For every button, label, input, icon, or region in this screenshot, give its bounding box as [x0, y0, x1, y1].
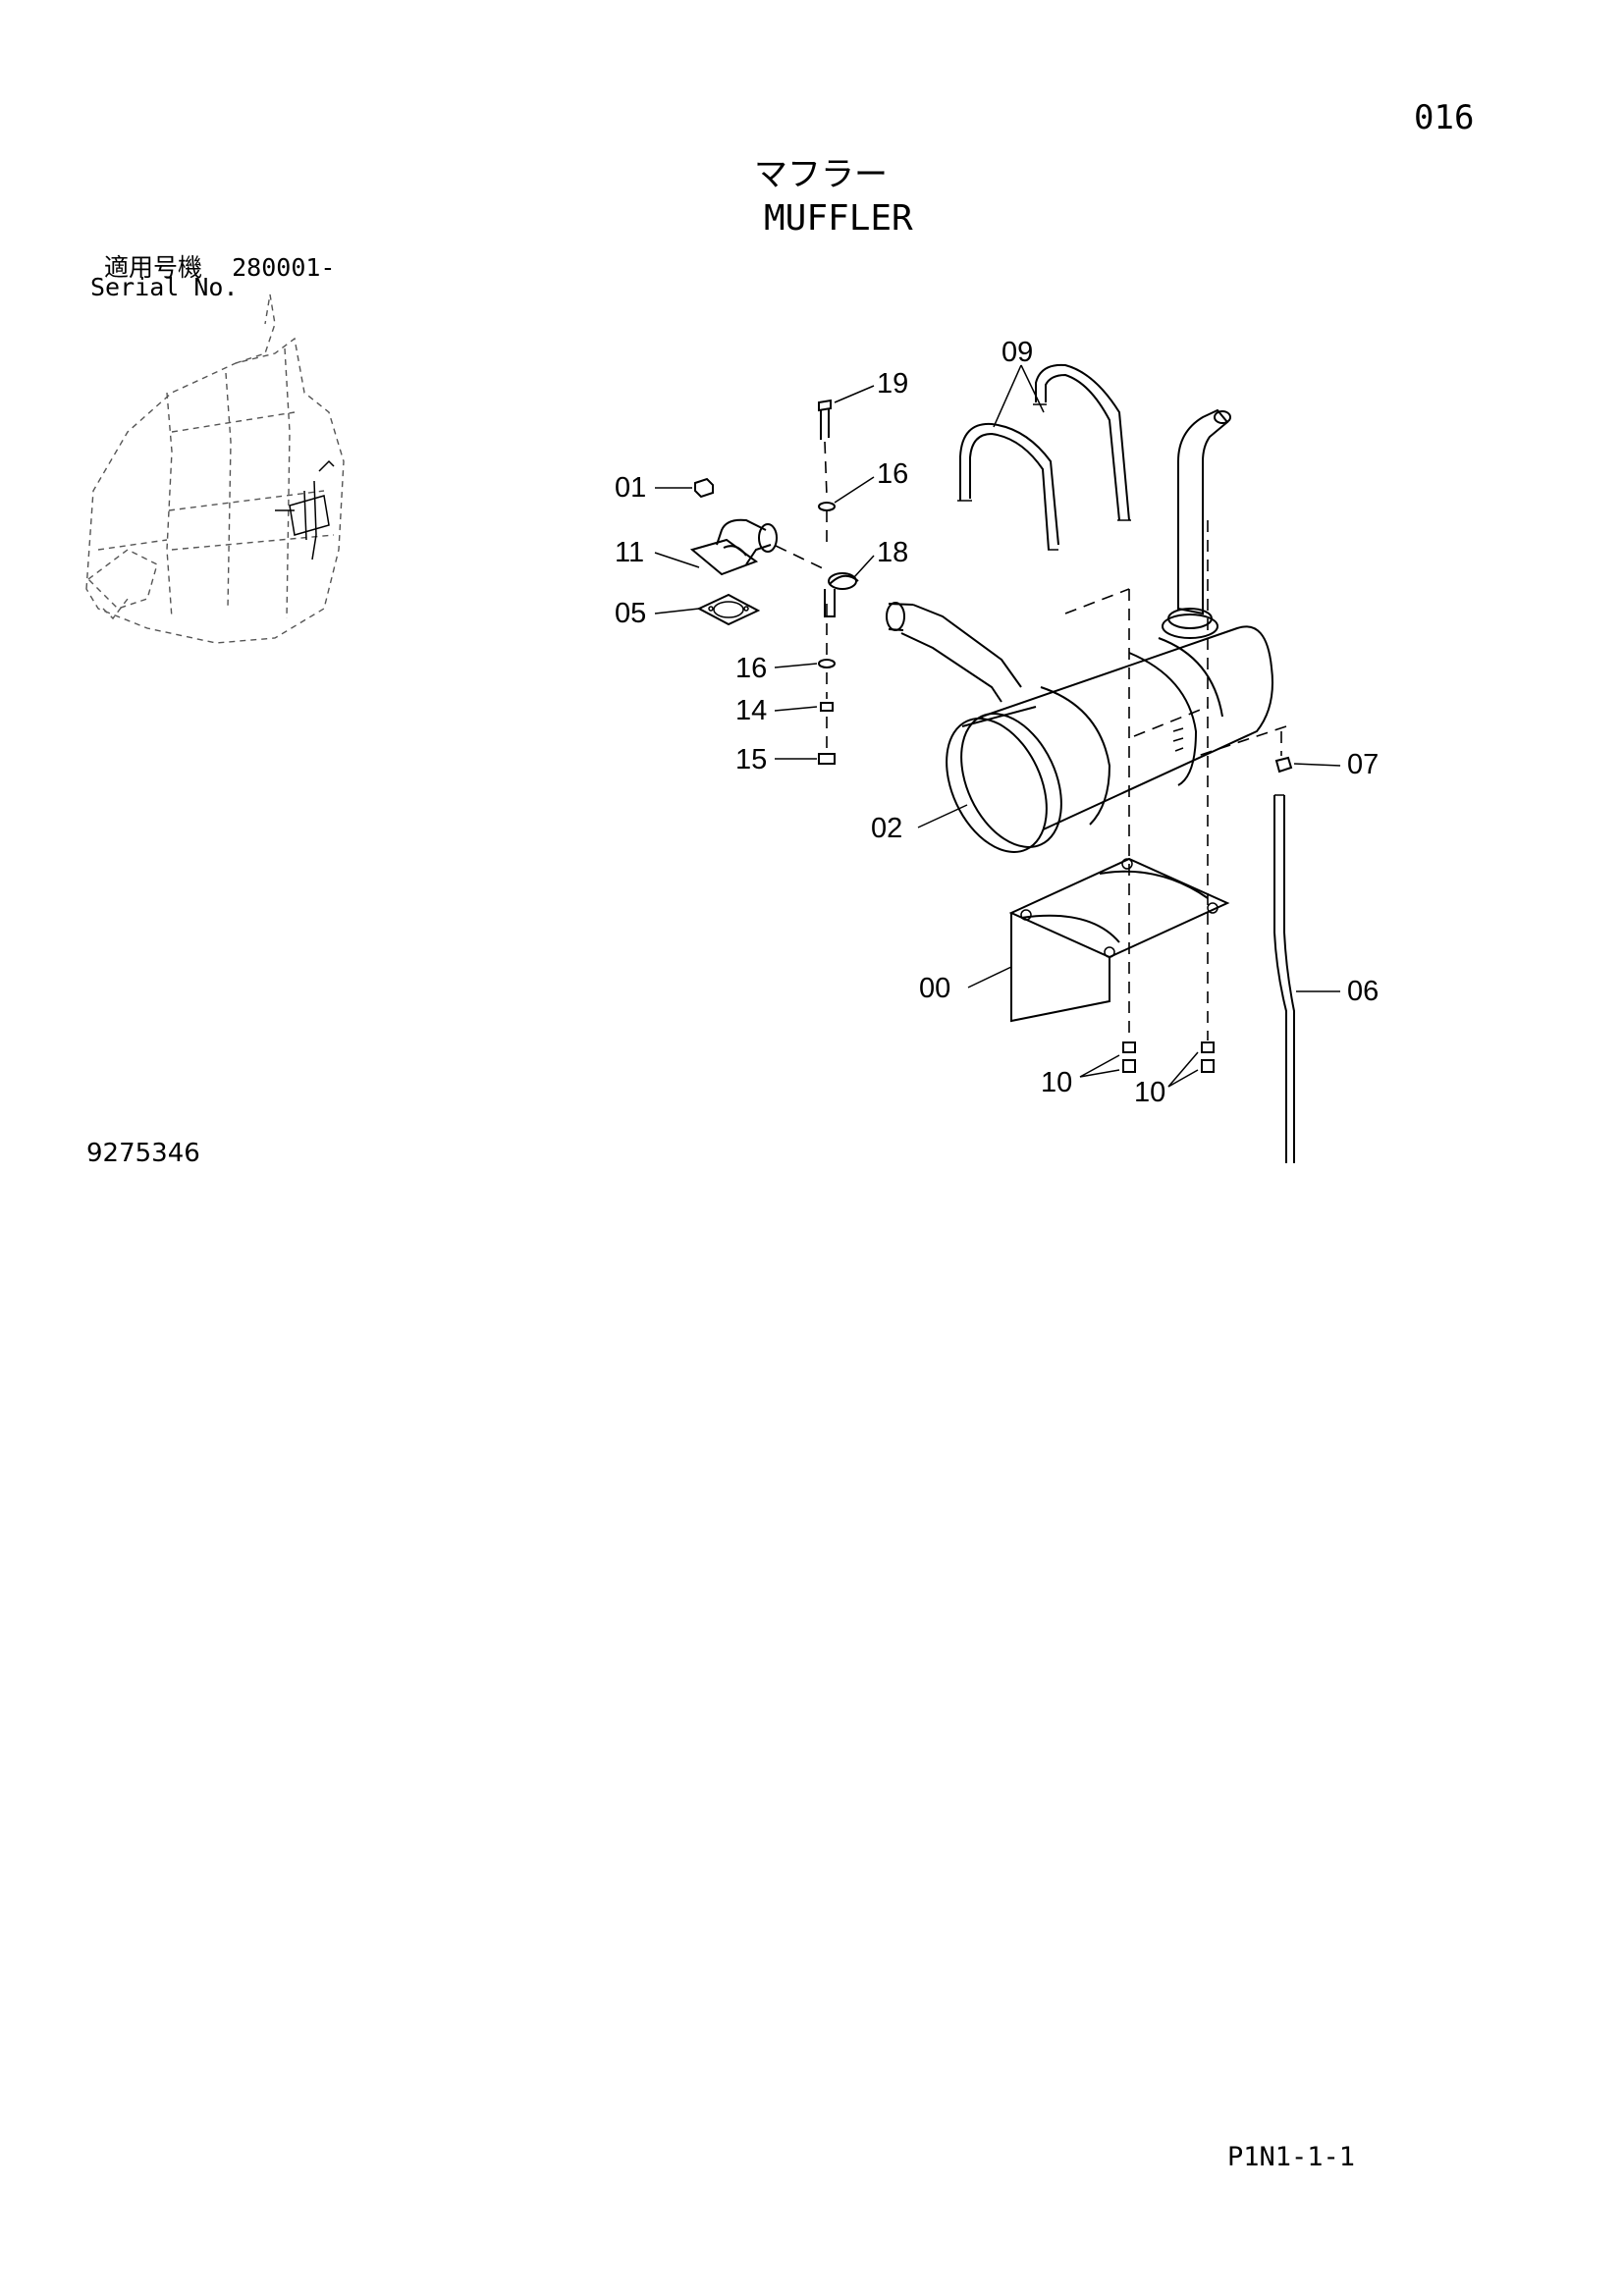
drain-pipe-part: [1273, 731, 1295, 1163]
drawing-number: 9275346: [86, 1139, 200, 1168]
gasket-part: [696, 593, 761, 626]
tail-pipe-part: [1162, 408, 1231, 639]
assembly-line-elbow: [775, 545, 826, 570]
part-label-09: 09: [1001, 337, 1033, 368]
part-label-16-top: 16: [877, 458, 908, 490]
part-label-19: 19: [877, 368, 908, 400]
serial-label-english: Serial No.: [90, 273, 239, 301]
part-label-18: 18: [877, 537, 908, 568]
page-code: P1N1-1-1: [1227, 2142, 1356, 2172]
muffler-body-part: [946, 625, 1273, 853]
part-label-11: 11: [615, 537, 644, 568]
part-label-10-right: 10: [1134, 1077, 1165, 1108]
title-japanese: マフラー: [754, 155, 888, 194]
page-number: 016: [1414, 98, 1475, 137]
serial-label-jp-text: 適用号機: [104, 253, 203, 282]
bolt-stack-part: [818, 399, 836, 765]
part-label-07: 07: [1347, 749, 1379, 780]
part-label-10-left: 10: [1041, 1067, 1072, 1098]
inlet-pipe-part: [886, 602, 1022, 703]
serial-value: 280001-: [232, 253, 336, 282]
part-label-14: 14: [735, 695, 767, 726]
part-label-16-bottom: 16: [735, 653, 767, 684]
part-label-00: 00: [919, 973, 950, 1004]
part-label-02: 02: [871, 813, 902, 844]
part-label-06: 06: [1347, 976, 1379, 1007]
nut-01-part: [694, 477, 714, 499]
leader-lines: [654, 364, 1341, 1088]
exhaust-elbow-part: [689, 518, 778, 576]
clamp-part: [824, 572, 859, 617]
mounting-plate-part: [1008, 857, 1230, 1023]
part-label-05: 05: [615, 598, 646, 629]
machine-overview-thumbnail: [85, 294, 345, 644]
part-label-01: 01: [615, 472, 646, 504]
u-bolt-parts: [957, 363, 1131, 551]
serial-label-japanese: 適用号機 280001-: [104, 248, 335, 284]
assembly-lines-nuts: [1064, 520, 1287, 1073]
part-label-15: 15: [735, 744, 767, 775]
title-english: MUFFLER: [764, 198, 913, 239]
part-labels: 01 11 05 19 16 18 16 14 15 09 02 07 00 0…: [615, 337, 1379, 1108]
